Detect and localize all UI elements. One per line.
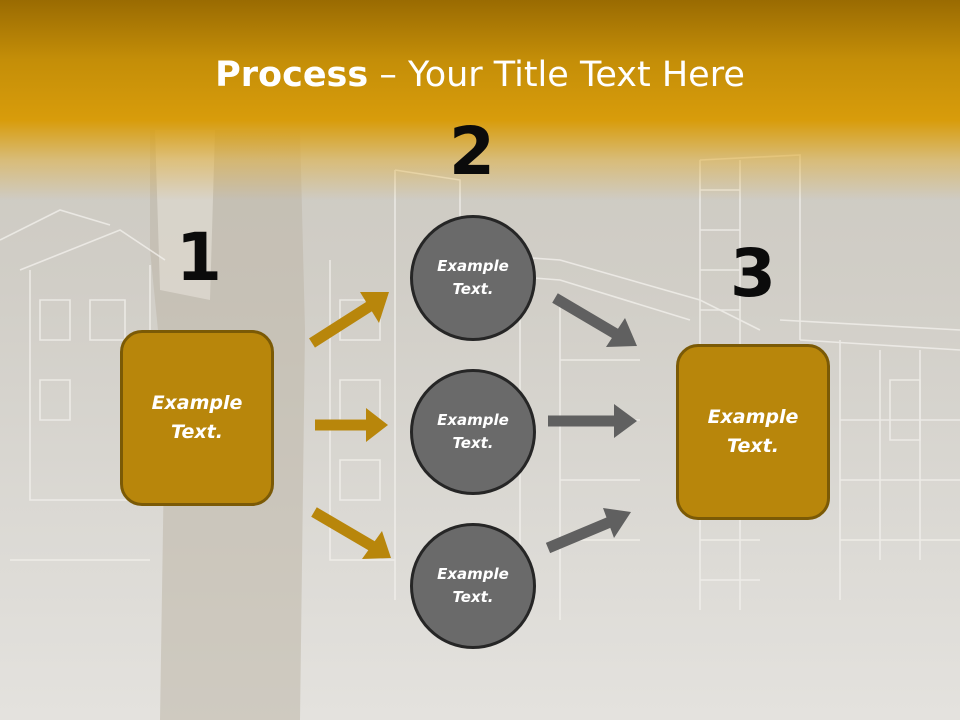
header-band: [0, 0, 960, 200]
circle-3-text: Example Text.: [437, 565, 509, 606]
title-bold: Process: [215, 55, 369, 95]
arrow-from-circle-2: [548, 404, 637, 438]
step-1-text: Example Text.: [151, 392, 243, 443]
arrow-to-circle-1: [309, 292, 389, 348]
circle-3: Example Text.: [410, 523, 536, 649]
circle-2: Example Text.: [410, 369, 536, 495]
arrow-from-circle-1: [552, 293, 637, 347]
slide-title: Process – Your Title Text Here: [0, 52, 960, 98]
arrow-to-circle-3: [311, 507, 391, 559]
step-3-box: Example Text.: [676, 344, 830, 520]
arrow-from-circle-3: [545, 508, 631, 554]
circle-1-text: Example Text.: [437, 257, 509, 298]
step-number-2: 2: [449, 113, 495, 190]
step-3-text: Example Text.: [707, 406, 799, 457]
circle-1: Example Text.: [410, 215, 536, 341]
step-1-box: Example Text.: [120, 330, 274, 506]
circle-2-text: Example Text.: [437, 411, 509, 452]
arrow-to-circle-2: [315, 408, 388, 442]
title-rest: – Your Title Text Here: [368, 55, 745, 95]
step-number-3: 3: [730, 235, 776, 312]
step-number-1: 1: [176, 219, 222, 296]
